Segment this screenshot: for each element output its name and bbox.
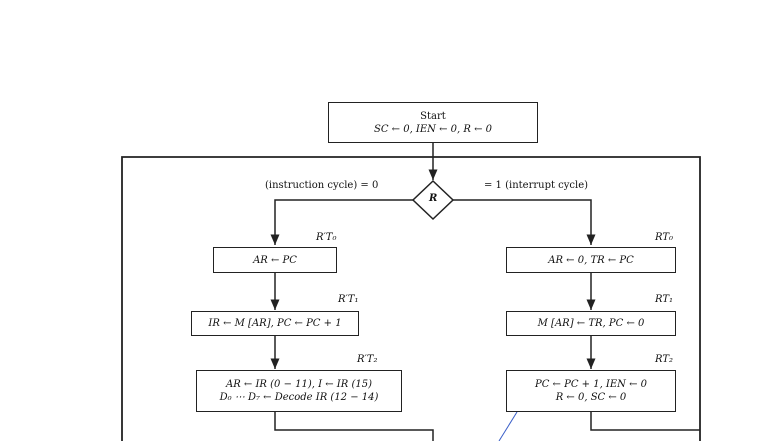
timing-label-rt0: RT₀ [655,232,674,243]
annotation-stroke [498,411,518,441]
decision-symbol: R [429,193,438,204]
interrupt-box-2: M [AR] ← TR, PC ← 0 [506,311,676,336]
timing-label-rt1: RT₁ [655,294,674,305]
left-return-line [274,412,434,441]
interrupt-cycle-label: = 1 (interrupt cycle) [484,180,589,191]
decode-box: AR ← IR (0 − 11), I ← IR (15) D₀ ⋯ D₇ ← … [196,370,402,412]
arrow-left-branch [270,199,413,245]
decode-box-line-2: D₀ ⋯ D₇ ← Decode IR (12 − 14) [219,392,379,403]
timing-label-r-prime-t0: R′T₀ [316,232,337,243]
interrupt-box-3-line-1: PC ← PC + 1, IEN ← 0 [534,379,648,390]
arrow-right-branch [453,199,596,245]
instruction-cycle-label: (instruction cycle) = 0 [265,180,379,191]
interrupt-box-2-line: M [AR] ← TR, PC ← 0 [537,318,645,329]
fetch-box-2: IR ← M [AR], PC ← PC + 1 [191,311,359,336]
fetch-box-2-line: IR ← M [AR], PC ← PC + 1 [208,318,342,329]
loop-frame [121,156,701,441]
fetch-box-1-line: AR ← PC [253,254,297,266]
timing-label-rt2: RT₂ [655,354,674,365]
right-return-line [590,412,700,431]
start-init: SC ← 0, IEN ← 0, R ← 0 [373,123,493,135]
decode-box-line-1: AR ← IR (0 − 11), I ← IR (15) [225,379,372,390]
timing-label-r-prime-t2: R′T₂ [357,354,378,365]
interrupt-box-3-line-2: R ← 0, SC ← 0 [555,392,627,403]
interrupt-box-3: PC ← PC + 1, IEN ← 0 R ← 0, SC ← 0 [506,370,676,412]
interrupt-box-1: AR ← 0, TR ← PC [506,247,676,273]
timing-label-r-prime-t1: R′T₁ [338,294,359,305]
fetch-box-1: AR ← PC [213,247,337,273]
start-box: Start SC ← 0, IEN ← 0, R ← 0 [328,102,538,143]
decision-diamond [411,179,455,221]
start-title: Start [420,110,446,122]
interrupt-box-1-line: AR ← 0, TR ← PC [548,254,634,266]
